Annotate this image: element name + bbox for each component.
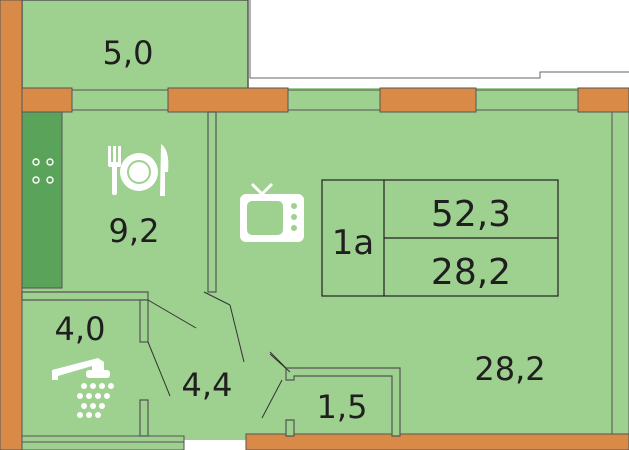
bathroom-area: 4,0 xyxy=(55,310,106,348)
living-room-area: 28,2 xyxy=(474,350,545,388)
apartment-type: 1а xyxy=(332,223,374,263)
apartment-info-table xyxy=(321,179,559,297)
wall-bottom-right xyxy=(245,433,629,450)
total-area: 52,3 xyxy=(431,194,511,235)
wall-left xyxy=(0,0,23,450)
interior-walls xyxy=(21,111,401,437)
living-area: 28,2 xyxy=(431,252,511,293)
door-swings xyxy=(147,291,291,419)
wall-top-right2 xyxy=(577,87,629,113)
wall-bottom-left xyxy=(21,435,185,450)
wall-right xyxy=(611,111,629,439)
kitchen-counter xyxy=(21,111,63,289)
storage-area: 1,5 xyxy=(317,388,368,426)
shower-icon xyxy=(52,358,114,418)
balcony-area: 5,0 xyxy=(103,34,154,72)
kitchen-area: 9,2 xyxy=(109,212,160,250)
hall-area: 4,4 xyxy=(182,366,233,404)
wall-top-mid xyxy=(167,87,289,113)
plate-fork-knife-icon xyxy=(108,144,169,196)
exterior-outline xyxy=(249,0,629,79)
wall-top-right1 xyxy=(379,87,477,113)
tv-icon xyxy=(240,182,304,242)
stove-icon xyxy=(32,158,54,184)
wall-top-left xyxy=(21,87,73,113)
balcony-floor xyxy=(21,0,249,91)
